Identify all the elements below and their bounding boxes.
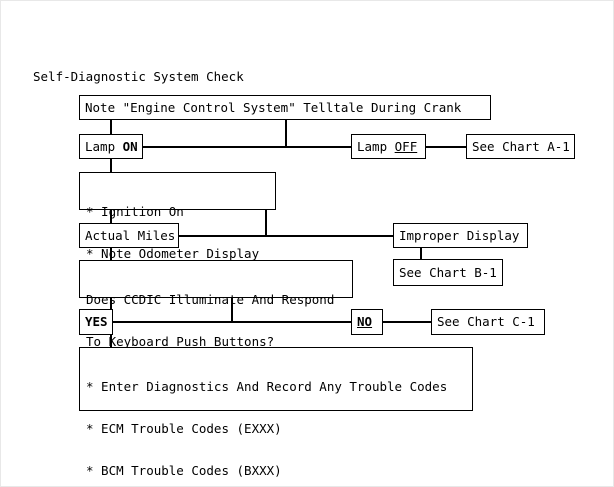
node-ignition-steps: * Ignition On * Note Odometer Display (79, 172, 276, 261)
node-see-chart-c1-label: See Chart C-1 (437, 314, 535, 329)
node-lamp-on: Lamp ON (79, 134, 143, 159)
node-yes: YES (79, 309, 113, 335)
connector-no-to-chartc1 (383, 321, 431, 323)
node-diagnostics-line3: * BCM Trouble Codes (BXXX) (86, 463, 282, 478)
connector-ignition-to-improper-bus (265, 210, 267, 235)
connector-question-to-no-bus (231, 298, 233, 322)
node-diagnostics-line1: * Enter Diagnostics And Record Any Troub… (86, 379, 448, 394)
node-note-telltale: Note "Engine Control System" Telltale Du… (79, 95, 491, 120)
node-see-chart-b1: See Chart B-1 (393, 259, 503, 286)
node-ccdic-question-line2: To Keyboard Push Buttons? (86, 334, 275, 349)
page-title: Self-Diagnostic System Check (33, 69, 244, 84)
node-ignition-steps-line1: * Ignition On (86, 204, 184, 219)
node-actual-miles: Actual Miles (79, 223, 179, 248)
connector-ignition-to-actualmiles (110, 210, 112, 223)
connector-lampon-to-lampoff (143, 146, 351, 148)
node-diagnostics: * Enter Diagnostics And Record Any Troub… (79, 347, 473, 478)
node-lamp-on-label: Lamp ON (85, 138, 138, 154)
connector-actualmiles-to-question (110, 248, 112, 260)
connector-yes-to-diagnostics (110, 335, 112, 347)
node-lamp-on-emphasis: ON (122, 138, 138, 154)
node-see-chart-a1-label: See Chart A-1 (472, 138, 570, 154)
node-actual-miles-label: Actual Miles (85, 227, 176, 243)
node-ignition-steps-line2: * Note Odometer Display (86, 246, 260, 261)
node-note-telltale-label: Note "Engine Control System" Telltale Du… (85, 99, 462, 115)
node-see-chart-b1-label: See Chart B-1 (399, 264, 497, 280)
node-improper-display: Improper Display (393, 223, 528, 248)
node-see-chart-c1: See Chart C-1 (431, 309, 545, 335)
connector-note-to-bus (285, 120, 287, 147)
node-no-label: NO (357, 314, 373, 329)
connector-note-to-lampon (110, 120, 112, 134)
node-no: NO (351, 309, 383, 335)
node-see-chart-a1: See Chart A-1 (466, 134, 575, 159)
connector-yes-to-no (113, 321, 351, 323)
node-yes-label: YES (85, 314, 108, 329)
node-improper-display-label: Improper Display (399, 227, 520, 243)
node-lamp-off-label: Lamp OFF (357, 138, 418, 154)
connector-question-to-yes (110, 298, 112, 309)
connector-lampoff-to-charta1 (426, 146, 466, 148)
node-diagnostics-line2: * ECM Trouble Codes (EXXX) (86, 421, 282, 436)
connector-lampon-to-ignition (110, 159, 112, 172)
node-ccdic-question-line1: Does CCDIC Illuminate And Respond (86, 292, 335, 307)
node-lamp-off-emphasis: OFF (394, 138, 418, 154)
connector-actualmiles-to-improper (179, 235, 393, 237)
connector-improper-to-chartb1 (420, 248, 422, 259)
node-ccdic-question: Does CCDIC Illuminate And Respond To Key… (79, 260, 353, 349)
node-lamp-off: Lamp OFF (351, 134, 426, 159)
